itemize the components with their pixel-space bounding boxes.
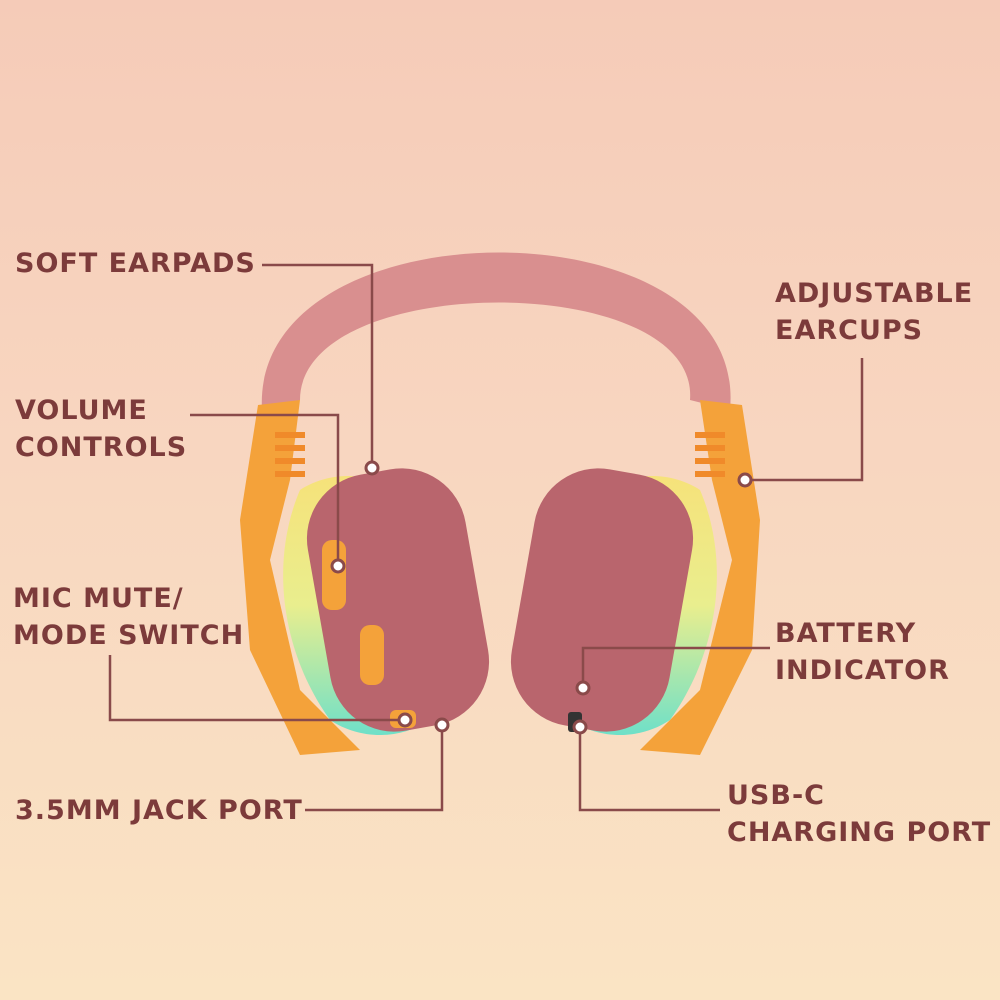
label-usb-c: USB-C CHARGING PORT — [727, 777, 991, 851]
label-line: EARCUPS — [775, 315, 924, 346]
label-battery-indicator: BATTERY INDICATOR — [775, 615, 950, 689]
label-jack-port: 3.5MM JACK PORT — [15, 795, 303, 826]
label-line: ADJUSTABLE — [775, 278, 974, 309]
label-line: CHARGING PORT — [727, 817, 992, 848]
label-line: BATTERY — [775, 618, 917, 649]
label-line: INDICATOR — [775, 655, 950, 686]
headband — [261, 252, 731, 410]
label-line: CONTROLS — [15, 432, 188, 463]
left-earpad — [306, 468, 490, 732]
callout-dots — [330, 460, 753, 735]
label-line: MODE SWITCH — [13, 620, 245, 651]
left-arm — [240, 400, 360, 755]
label-line: USB-C — [727, 780, 825, 811]
right-arm — [640, 400, 760, 755]
right-earpad — [510, 468, 694, 732]
label-adjustable-earcups: ADJUSTABLE EARCUPS — [775, 275, 973, 349]
label-line: MIC MUTE/ — [13, 583, 184, 614]
label-line: VOLUME — [15, 395, 148, 426]
label-mic-mute: MIC MUTE/ MODE SWITCH — [13, 580, 244, 654]
label-soft-earpads: SOFT EARPADS — [15, 248, 256, 279]
label-volume-controls: VOLUME CONTROLS — [15, 392, 187, 466]
